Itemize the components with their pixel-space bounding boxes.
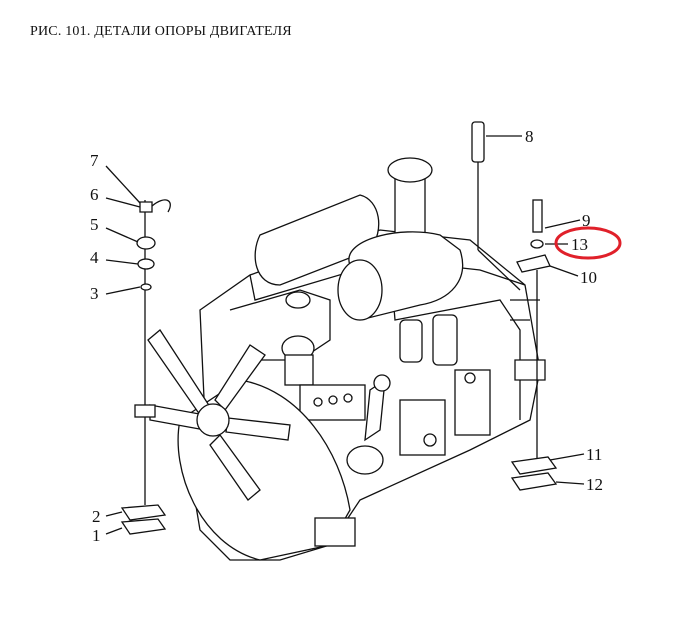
leader-lines <box>105 135 585 535</box>
engine-drawing <box>147 157 546 561</box>
callout-10: 10 <box>580 268 597 287</box>
callout-3: 3 <box>90 284 99 303</box>
callout-7: 7 <box>90 151 99 170</box>
callout-1: 1 <box>92 526 101 545</box>
callout-5: 5 <box>90 215 99 234</box>
left-mount-parts <box>120 199 171 535</box>
fan <box>147 329 291 501</box>
callout-11: 11 <box>586 445 602 464</box>
callout-2: 2 <box>92 507 101 526</box>
callout-6: 6 <box>90 185 99 204</box>
figure-title: РИС. 101. ДЕТАЛИ ОПОРЫ ДВИГАТЕЛЯ <box>30 24 292 39</box>
air-intake-cap <box>387 157 433 183</box>
callout-12: 12 <box>586 475 603 494</box>
callout-9: 9 <box>582 211 591 230</box>
callout-4: 4 <box>90 248 99 267</box>
callout-8: 8 <box>525 127 534 146</box>
right-mount-parts <box>471 121 558 491</box>
highlight-circle <box>554 226 622 260</box>
callout-13: 13 <box>571 235 588 254</box>
